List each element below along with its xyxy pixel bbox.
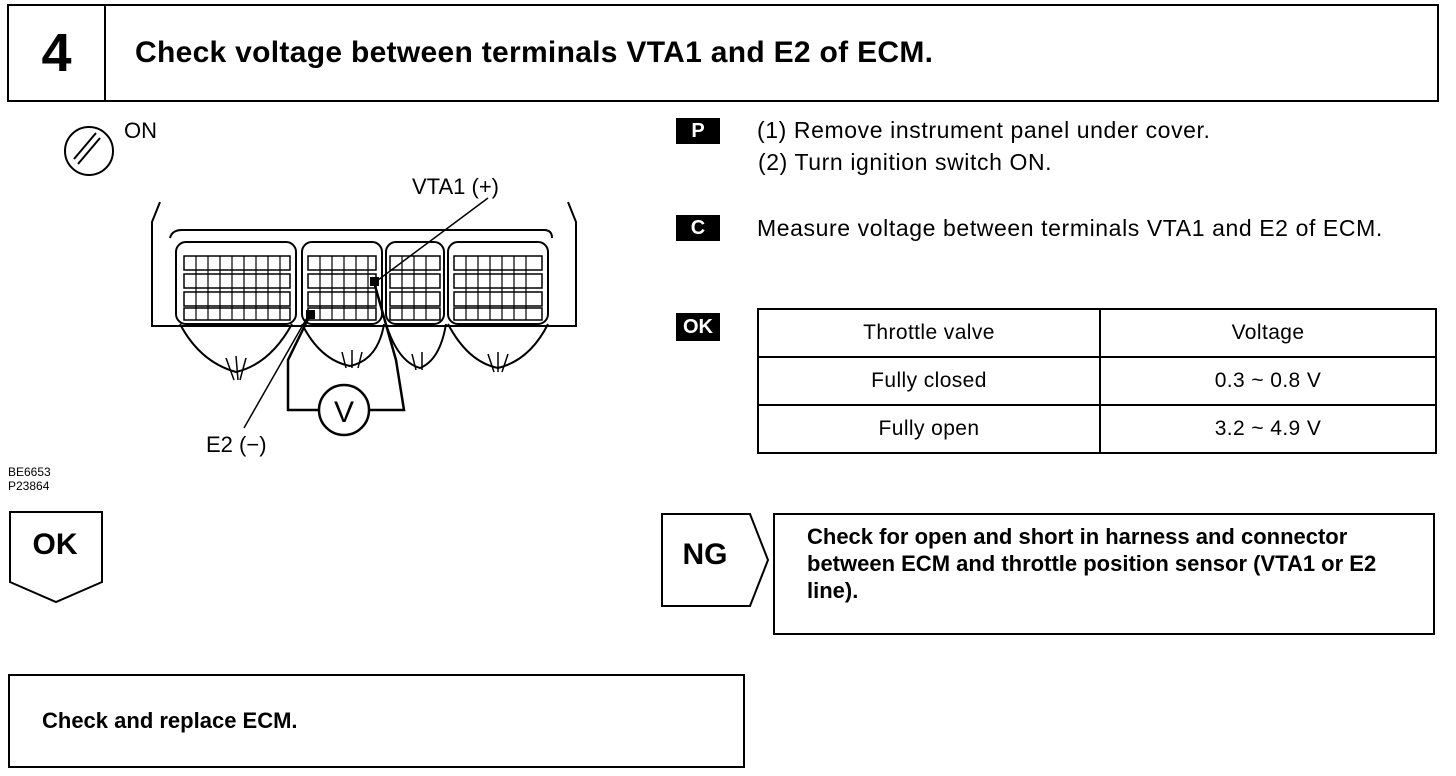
ok-result-label: OK [32,528,78,561]
table-cell: Fully closed [757,356,1101,406]
ng-result-label: NG [682,538,728,571]
ignition-key-icon [64,126,114,176]
check-instruction: Measure voltage between terminals VTA1 a… [757,215,1383,241]
prep-badge: P [676,118,720,144]
table-header: Voltage [1099,308,1437,358]
ok-result-tag [9,511,103,604]
vta1-terminal-label: VTA1 (+) [412,174,499,199]
figure-code: P23864 [8,479,50,493]
ng-result-tag [661,513,770,607]
e2-terminal-label: E2 (−) [206,432,267,457]
step-number: 4 [9,6,106,100]
voltmeter-icon: V [286,281,406,437]
voltmeter-symbol: V [334,396,354,429]
ecm-connector-diagram: ON [8,118,577,493]
prep-steps: (1) Remove instrument panel under cover.… [757,114,1211,178]
table-cell: 0.3 ~ 0.8 V [1099,356,1437,406]
step-header: 4 Check voltage between terminals VTA1 a… [7,4,1439,102]
spec-table: Throttle valve Voltage Fully closed 0.3 … [757,308,1437,454]
check-badge: C [676,215,720,241]
table-cell: 3.2 ~ 4.9 V [1099,404,1437,454]
ok-badge: OK [676,313,720,341]
table-row: Fully open 3.2 ~ 4.9 V [757,404,1437,454]
ng-action-text: Check for open and short in harness and … [807,524,1377,603]
ignition-on-label: ON [124,118,157,143]
ok-action-box: Check and replace ECM. [8,674,745,768]
step-title: Check voltage between terminals VTA1 and… [135,36,934,69]
table-header: Throttle valve [757,308,1101,358]
ok-action-text: Check and replace ECM. [42,708,298,733]
table-cell: Fully open [757,404,1101,454]
ecm-connector-illustration [151,201,577,381]
table-header-row: Throttle valve Voltage [757,308,1437,358]
ng-action-box: Check for open and short in harness and … [773,513,1435,635]
figure-code: BE6653 [8,465,51,479]
table-row: Fully closed 0.3 ~ 0.8 V [757,356,1437,406]
prep-step: (2) Turn ignition switch ON. [758,149,1053,175]
prep-step: (1) Remove instrument panel under cover. [757,117,1211,143]
